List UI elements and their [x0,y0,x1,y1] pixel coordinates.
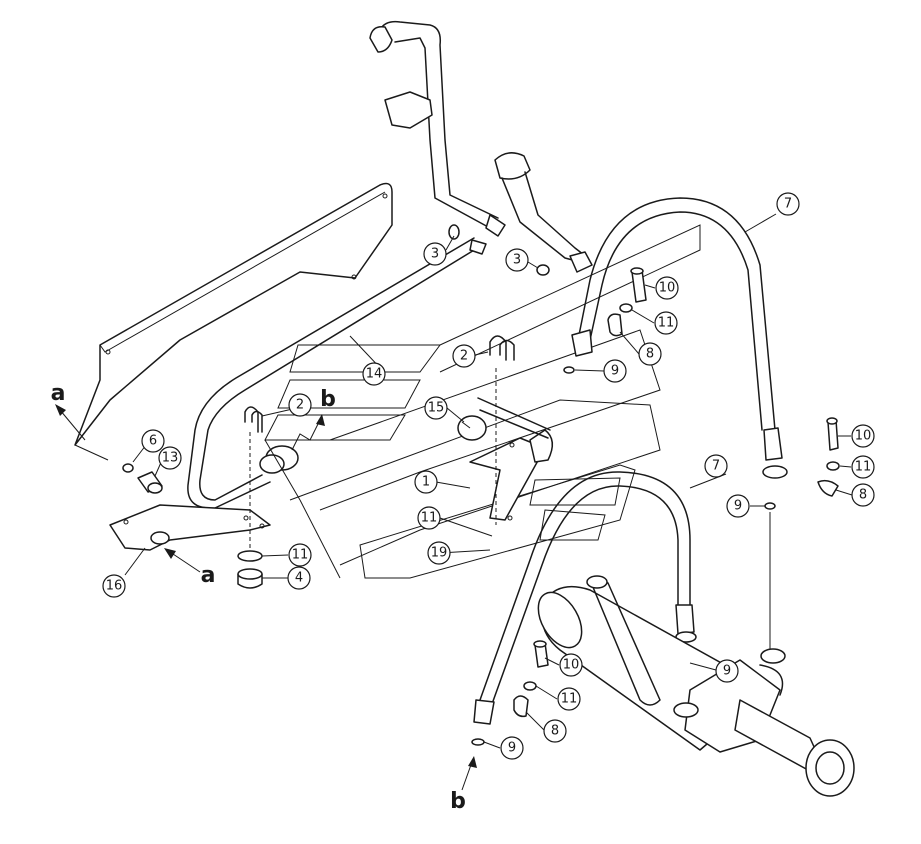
callout-15: 15 [424,396,448,420]
callout-10-lower: 10 [559,653,583,677]
svg-text:2: 2 [296,398,304,413]
u-bolt-right [489,335,515,361]
callout-7-upper: 7 [776,192,800,216]
callout-14: 14 [362,362,386,386]
o-ring [826,461,840,471]
washer [122,463,134,473]
flexible-hose-lower [473,471,697,725]
second-pipe [494,152,593,273]
svg-text:1: 1 [422,475,430,490]
svg-text:11: 11 [855,460,872,475]
split-flange [817,479,839,497]
callout-9-cylinder: 9 [715,659,739,683]
svg-text:13: 13 [162,451,179,466]
callout-8-lower: 8 [543,719,567,743]
bolt [137,471,163,494]
svg-text:8: 8 [551,724,559,739]
callout-11-upper: 11 [654,311,678,335]
o-ring [471,738,485,746]
callout-2-right: 2 [452,344,476,368]
elbow-fitting [457,397,551,441]
bolt-upper [630,267,647,303]
callout-4: 4 [287,566,311,590]
svg-text:15: 15 [428,401,445,416]
svg-text:9: 9 [734,499,742,514]
o-ring [764,502,776,510]
svg-text:7: 7 [784,197,792,212]
svg-text:2: 2 [460,349,468,364]
bolt-right [826,417,839,451]
callout-16: 16 [102,574,126,598]
svg-text:19: 19 [431,546,448,561]
view-label-b-bottom: b [450,789,466,814]
guard-plate [74,182,393,461]
plug-nut [237,568,263,589]
svg-text:11: 11 [292,548,309,563]
callout-8-upper: 8 [638,342,662,366]
flexible-hose-upper [571,197,788,479]
svg-text:11: 11 [561,692,578,707]
callout-11-left: 11 [288,543,312,567]
o-ring [619,303,633,313]
callout-19: 19 [427,541,451,565]
callout-9-upper: 9 [603,359,627,383]
svg-text:9: 9 [723,664,731,679]
svg-text:11: 11 [421,511,438,526]
callout-7-lower: 7 [704,454,728,478]
callout-10-right: 10 [851,424,875,448]
frame-outline [264,224,701,579]
view-arrow-a-top [55,404,86,441]
view-arrow-b-bottom [461,756,477,791]
callout-6: 6 [141,429,165,453]
callout-11-lower: 11 [557,687,581,711]
seal-ring [536,264,550,276]
view-arrow-b-top [291,414,325,451]
svg-text:3: 3 [513,253,521,268]
svg-text:16: 16 [106,579,123,594]
svg-text:10: 10 [855,429,872,444]
seal-ring [448,224,460,240]
svg-text:8: 8 [646,347,654,362]
pipe-coupling [259,445,299,474]
svg-text:4: 4 [295,571,303,586]
callout-10-upper: 10 [655,276,679,300]
split-flange [513,695,529,718]
callout-3-left: 3 [423,242,447,266]
svg-text:7: 7 [712,459,720,474]
callout-8-right: 8 [851,483,875,507]
callout-2-left: 2 [288,393,312,417]
view-label-a-bottom: a [201,563,216,588]
view-label-b-top: b [320,387,336,412]
svg-text:9: 9 [611,364,619,379]
upper-pipe [369,20,506,237]
svg-text:11: 11 [658,316,675,331]
svg-text:10: 10 [563,658,580,673]
o-ring [237,550,263,562]
svg-text:6: 6 [149,434,157,449]
svg-text:9: 9 [508,741,516,756]
view-arrow-a-bottom [164,548,201,573]
svg-text:14: 14 [366,367,383,382]
svg-text:3: 3 [431,247,439,262]
mounting-bracket [469,429,554,521]
svg-text:10: 10 [659,281,676,296]
callout-9-lower: 9 [500,736,524,760]
callout-11-right: 11 [851,455,875,479]
hydraulic-cylinder [537,575,855,797]
o-ring [523,681,537,691]
view-label-a-top: a [51,381,66,406]
svg-text:8: 8 [859,488,867,503]
u-bolt-left [244,406,263,433]
callout-11-center: 11 [417,506,441,530]
callout-13: 13 [158,446,182,470]
callout-3-right: 3 [505,248,529,272]
callout-1: 1 [414,470,438,494]
bolt-lower [533,640,549,668]
callout-9-right: 9 [726,494,750,518]
bracket-plate [109,504,271,551]
o-ring [563,366,575,374]
